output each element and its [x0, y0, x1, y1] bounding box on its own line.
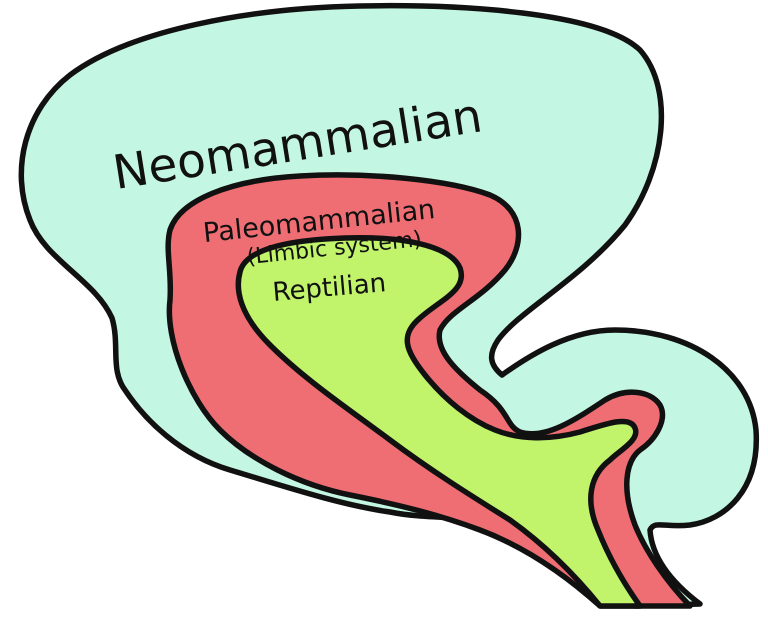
reptilian-region: [235, 234, 643, 609]
